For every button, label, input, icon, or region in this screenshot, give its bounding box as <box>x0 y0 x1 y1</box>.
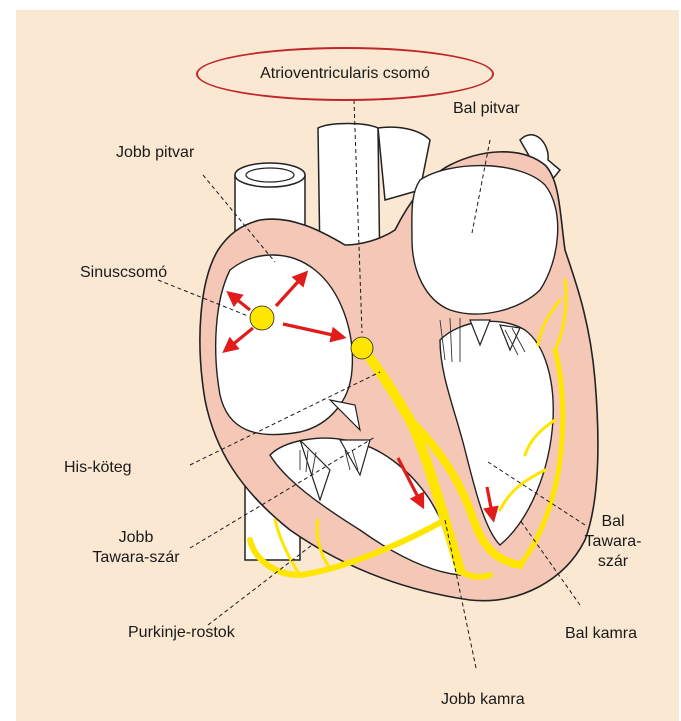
label-sinus-node: Sinuscsomó <box>80 263 167 282</box>
sinus-node <box>250 306 274 330</box>
label-left-ventricle: Bal kamra <box>565 624 637 643</box>
label-purkinje: Purkinje-rostok <box>128 623 235 642</box>
label-left-bundle-line2: Tawara- <box>573 532 653 551</box>
left-atrium-chamber <box>412 166 558 314</box>
label-right-bundle-line1: Jobb <box>70 528 202 547</box>
label-left-bundle-line3: szár <box>573 552 653 571</box>
label-right-ventricle: Jobb kamra <box>441 690 525 709</box>
label-left-bundle-line1: Bal <box>573 512 653 531</box>
label-left-atrium: Bal pitvar <box>453 99 520 118</box>
label-his-bundle: His-köteg <box>64 458 132 477</box>
label-right-bundle-line2: Tawara-szár <box>70 548 202 567</box>
label-right-atrium: Jobb pitvar <box>116 143 194 162</box>
av-node <box>351 337 373 359</box>
label-av-node: Atrioventricularis csomó <box>196 64 494 83</box>
